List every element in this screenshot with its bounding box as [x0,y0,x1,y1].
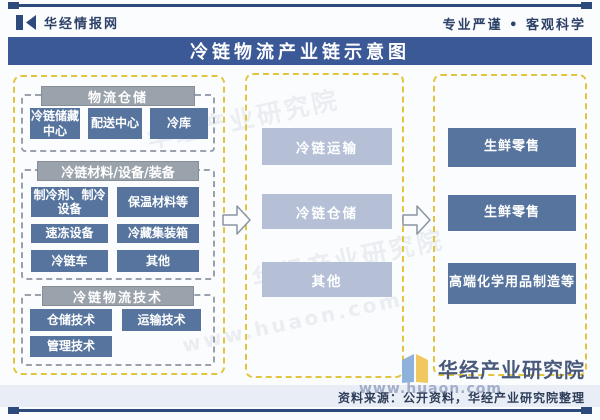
chip-cold-warehouse: 冷库 [150,108,208,139]
brand: 华经情报网 [16,13,119,32]
chip-warehousing-tech: 仓储技术 [30,309,112,331]
chip-others-equipment: 其他 [117,250,199,272]
arrow-right-icon [402,205,431,235]
brand-logo-icon [16,15,36,30]
footer-strip [0,385,600,407]
downstream-panel: 生鲜零售 生鲜零售 高端化学用品制造等 [433,74,587,376]
footer-watermark-url: www.huaon.com [358,381,502,397]
arrow-right-icon [222,205,251,235]
chip-cold-chain-warehousing: 冷链仓储 [262,194,392,229]
page-title: 冷链物流产业链示意图 [8,37,592,65]
group-warehousing-items: 冷链储藏中心 配送中心 冷库 [30,108,208,139]
bottom-rule-line [8,407,592,414]
group-warehousing-title: 物流仓储 [41,86,195,106]
chip-others-midstream: 其他 [262,262,392,297]
chip-fresh-retail-1: 生鲜零售 [448,128,576,167]
midstream-panel: 冷链运输 冷链仓储 其他 [245,73,404,378]
chip-quick-freeze-equipment: 速冻设备 [31,224,108,243]
top-rule-line [8,2,592,9]
chip-high-end-chemical-products: 高端化学用品制造等 [448,263,576,304]
upstream-panel: 物流仓储 冷链储藏中心 配送中心 冷库 冷链材料/设备/装备 制冷剂、制冷设备 … [13,75,225,375]
group-logistics-technology-title: 冷链物流技术 [42,286,194,306]
footer-logo-text: 华经产业研究院 [438,358,585,382]
footer-logo-icon [402,354,428,383]
group-materials-equipment-items: 制冷剂、制冷设备 保温材料等 速冻设备 冷藏集装箱 冷链车 其他 [31,187,199,272]
group-logistics-technology-items: 仓储技术 运输技术 管理技术 [30,309,201,357]
chip-cold-chain-truck: 冷链车 [31,250,108,272]
chip-fresh-retail-2: 生鲜零售 [448,195,576,231]
group-materials-equipment-title: 冷链材料/设备/装备 [37,161,199,181]
group-logistics-technology: 冷链物流技术 仓储技术 运输技术 管理技术 [21,286,215,366]
group-materials-equipment: 冷链材料/设备/装备 制冷剂、制冷设备 保温材料等 速冻设备 冷藏集装箱 冷链车… [21,161,215,280]
group-warehousing: 物流仓储 冷链储藏中心 配送中心 冷库 [21,86,215,152]
chip-management-tech: 管理技术 [30,336,112,357]
footer-logo: 华经产业研究院 [398,352,585,385]
brand-name: 华经情报网 [44,17,120,32]
chip-distribution-center: 配送中心 [88,108,142,139]
chip-cold-storage-center: 冷链储藏中心 [30,108,80,139]
chip-insulation-materials: 保温材料等 [117,187,199,217]
chip-refrigerated-container: 冷藏集装箱 [117,224,199,243]
source-note: 资料来源：公开资料，华经产业研究院整理 [337,391,585,405]
chip-cold-chain-transport: 冷链运输 [262,128,392,165]
chip-transport-tech: 运输技术 [122,309,201,331]
header-slogan: 专业严谨 • 客观科学 [442,18,586,33]
chip-refrigerant-equipment: 制冷剂、制冷设备 [31,187,108,217]
